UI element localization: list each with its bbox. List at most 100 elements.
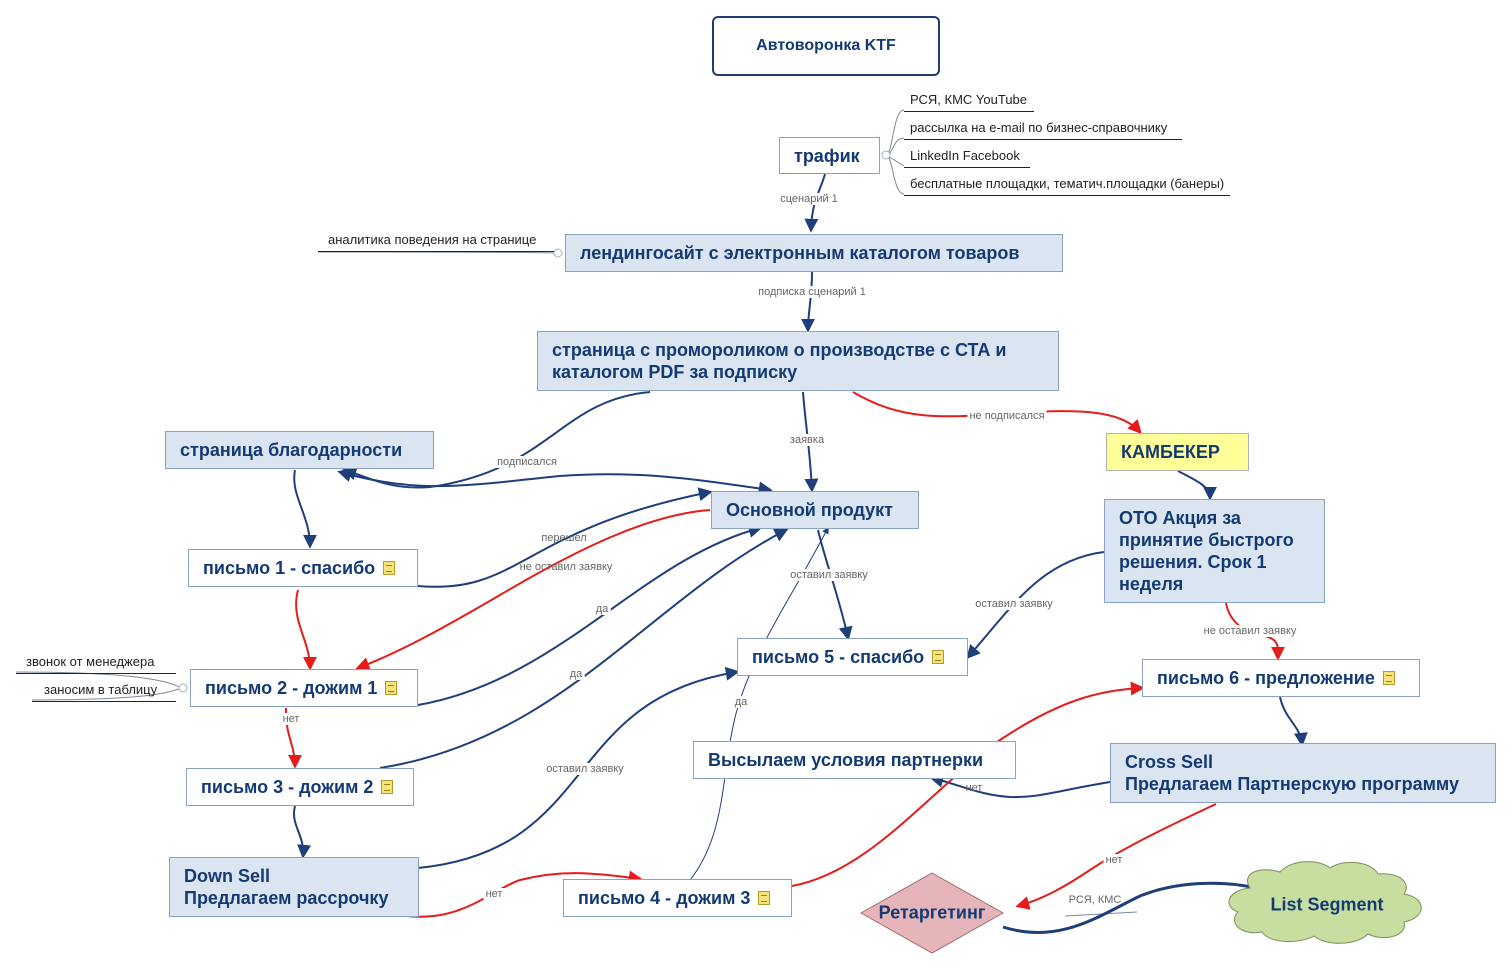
node-list-segment-text: List Segment: [1270, 894, 1384, 915]
note-icon[interactable]: [383, 561, 396, 575]
traffic-source-4-text: бесплатные площадки, тематич.площадки (б…: [910, 176, 1225, 191]
link-landing-promo: [801, 271, 816, 333]
list-segment-cloud: [1228, 861, 1422, 944]
edge-label-left-request-1: оставил заявку: [788, 569, 870, 581]
node-retargeting[interactable]: Ретаргетинг: [879, 903, 986, 924]
node-traffic[interactable]: трафик: [779, 137, 880, 174]
node-cross-sell[interactable]: Cross Sell Предлагаем Партнерскую програ…: [1110, 743, 1496, 803]
note-icon[interactable]: [1382, 671, 1395, 685]
node-oto[interactable]: ОТО Акция за принятие быстрого решения. …: [1104, 499, 1325, 603]
link-crosssell-partner: [929, 773, 1111, 799]
traffic-source-3-text: LinkedIn Facebook: [910, 148, 1020, 163]
node-oto-line3: решения. Срок 1: [1119, 552, 1267, 572]
link-downsell-letter4: [399, 870, 643, 918]
edge-label-not-subscribed: не подписался: [967, 410, 1047, 422]
link-camebacker-oto: [1177, 470, 1217, 501]
node-main-product-text: Основной продукт: [726, 500, 893, 520]
link-letter3-main: [379, 528, 789, 769]
edge-label-went-over: перешел: [541, 532, 587, 544]
link-letter2-main: [417, 524, 763, 706]
node-promo-page-line1: страница с промороликом о производстве с…: [552, 340, 1007, 360]
node-main-product[interactable]: Основной продукт: [711, 491, 919, 529]
node-traffic-text: трафик: [794, 145, 860, 166]
link-main-letter5: [817, 529, 853, 641]
node-list-segment[interactable]: List Segment: [1270, 895, 1383, 916]
node-cross-sell-line1: Cross Sell: [1125, 752, 1214, 772]
node-camebacker-text: КАМБЕКЕР: [1121, 442, 1220, 462]
edge-label-subscribe-scenario1: подписка сценарий 1: [756, 286, 868, 298]
blue-connectors: [292, 173, 1308, 935]
link-letter3-downsell: [292, 805, 312, 859]
note-add-to-table-text: заносим в таблицу: [44, 682, 158, 697]
node-down-sell-line2: Предлагаем рассрочку: [184, 888, 389, 908]
link-thanks-letter1: [293, 469, 317, 549]
edge-label-scenario1: сценарий 1: [778, 193, 840, 205]
traffic-source-2-text: рассылка на e-mail по бизнес-справочнику: [910, 120, 1168, 135]
traffic-collapse-toggle[interactable]: [881, 150, 891, 160]
note-icon[interactable]: [381, 780, 394, 794]
node-promo-page[interactable]: страница с промороликом о производстве с…: [537, 331, 1059, 391]
node-camebacker[interactable]: КАМБЕКЕР: [1106, 433, 1249, 471]
node-partner-terms-text: Высылаем условия партнерки: [708, 750, 984, 770]
node-letter-3[interactable]: письмо 3 - дожим 2: [186, 768, 414, 806]
node-letter-6-text: письмо 6 - предложение: [1157, 668, 1375, 688]
note-landing-analytics-text: аналитика поведения на странице: [328, 232, 537, 247]
node-oto-line2: принятие быстрого: [1119, 530, 1294, 550]
node-promo-page-line2: каталогом PDF за подписку: [552, 362, 798, 382]
note-icon[interactable]: [758, 891, 771, 905]
note-manager-call: звонок от менеджера: [16, 654, 176, 674]
landing-collapse-toggle[interactable]: [553, 248, 563, 258]
node-letter-1-text: письмо 1 - спасибо: [203, 558, 376, 578]
edge-label-subscribed: подписался: [495, 456, 559, 468]
link-letter1-letter2: [295, 589, 317, 671]
traffic-source-1: РСЯ, КМС YouTube: [904, 92, 1034, 112]
link-thanks-main: [337, 468, 773, 496]
edge-label-no-request-2: не оставил заявку: [1201, 625, 1299, 637]
node-letter-5-text: письмо 5 - спасибо: [752, 647, 925, 667]
node-letter-2-text: письмо 2 - дожим 1: [205, 678, 378, 698]
retargeting-diamond: [859, 872, 1005, 954]
note-icon[interactable]: [385, 681, 398, 695]
node-retargeting-text: Ретаргетинг: [878, 902, 986, 923]
node-letter-2[interactable]: письмо 2 - дожим 1: [190, 669, 418, 707]
link-letter1-main: [417, 487, 713, 588]
node-letter-3-text: письмо 3 - дожим 2: [201, 777, 374, 797]
node-letter-5[interactable]: письмо 5 - спасибо: [737, 638, 968, 676]
edge-label-no-1: нет: [280, 713, 302, 725]
node-thanks-page-text: страница благодарности: [180, 440, 403, 460]
edge-label-no-3: нет: [1103, 854, 1125, 866]
node-letter-6[interactable]: письмо 6 - предложение: [1142, 659, 1420, 697]
edge-label-yes-2: да: [567, 668, 585, 680]
edge-label-yes-3: да: [732, 696, 750, 708]
traffic-branch-lines: [15, 109, 1138, 917]
node-letter-4[interactable]: письмо 4 - дожим 3: [563, 879, 792, 917]
node-thanks-page[interactable]: страница благодарности: [165, 431, 434, 469]
link-main-letter2: [355, 509, 711, 671]
link-retargeting-listsegment: [1002, 876, 1273, 935]
edge-label-left-request-2: оставил заявку: [973, 598, 1055, 610]
node-cross-sell-line2: Предлагаем Партнерскую программу: [1125, 774, 1459, 794]
link-letter6-crosssell: [1279, 696, 1308, 747]
note-icon[interactable]: [932, 650, 945, 664]
traffic-source-1-text: РСЯ, КМС YouTube: [910, 92, 1028, 107]
edge-label-request: заявка: [787, 434, 827, 446]
node-oto-line1: ОТО Акция за: [1119, 508, 1241, 528]
note-landing-analytics: аналитика поведения на странице: [318, 232, 554, 252]
edge-label-no-2: нет: [965, 782, 983, 794]
node-partner-terms[interactable]: Высылаем условия партнерки: [693, 741, 1016, 779]
edge-label-yes-1: да: [593, 603, 611, 615]
traffic-source-3: LinkedIn Facebook: [904, 148, 1030, 168]
link-crosssell-retargeting: [1015, 803, 1217, 910]
edge-label-no-request-1: не оставил заявку: [519, 561, 613, 573]
link-oto-letter5: [966, 551, 1105, 660]
traffic-source-2: рассылка на e-mail по бизнес-справочнику: [904, 120, 1182, 140]
diagram-title-text: Автоворонка KTF: [756, 37, 896, 54]
node-down-sell[interactable]: Down Sell Предлагаем рассрочку: [169, 857, 419, 917]
letter2-collapse-toggle[interactable]: [178, 683, 188, 693]
node-landing[interactable]: лендингосайт с электронным каталогом тов…: [565, 234, 1063, 272]
edge-label-left-request-3: оставил заявку: [544, 763, 626, 775]
diagram-title: Автоворонка KTF: [712, 16, 940, 76]
node-letter-1[interactable]: письмо 1 - спасибо: [188, 549, 418, 587]
node-landing-text: лендингосайт с электронным каталогом тов…: [580, 243, 1020, 263]
